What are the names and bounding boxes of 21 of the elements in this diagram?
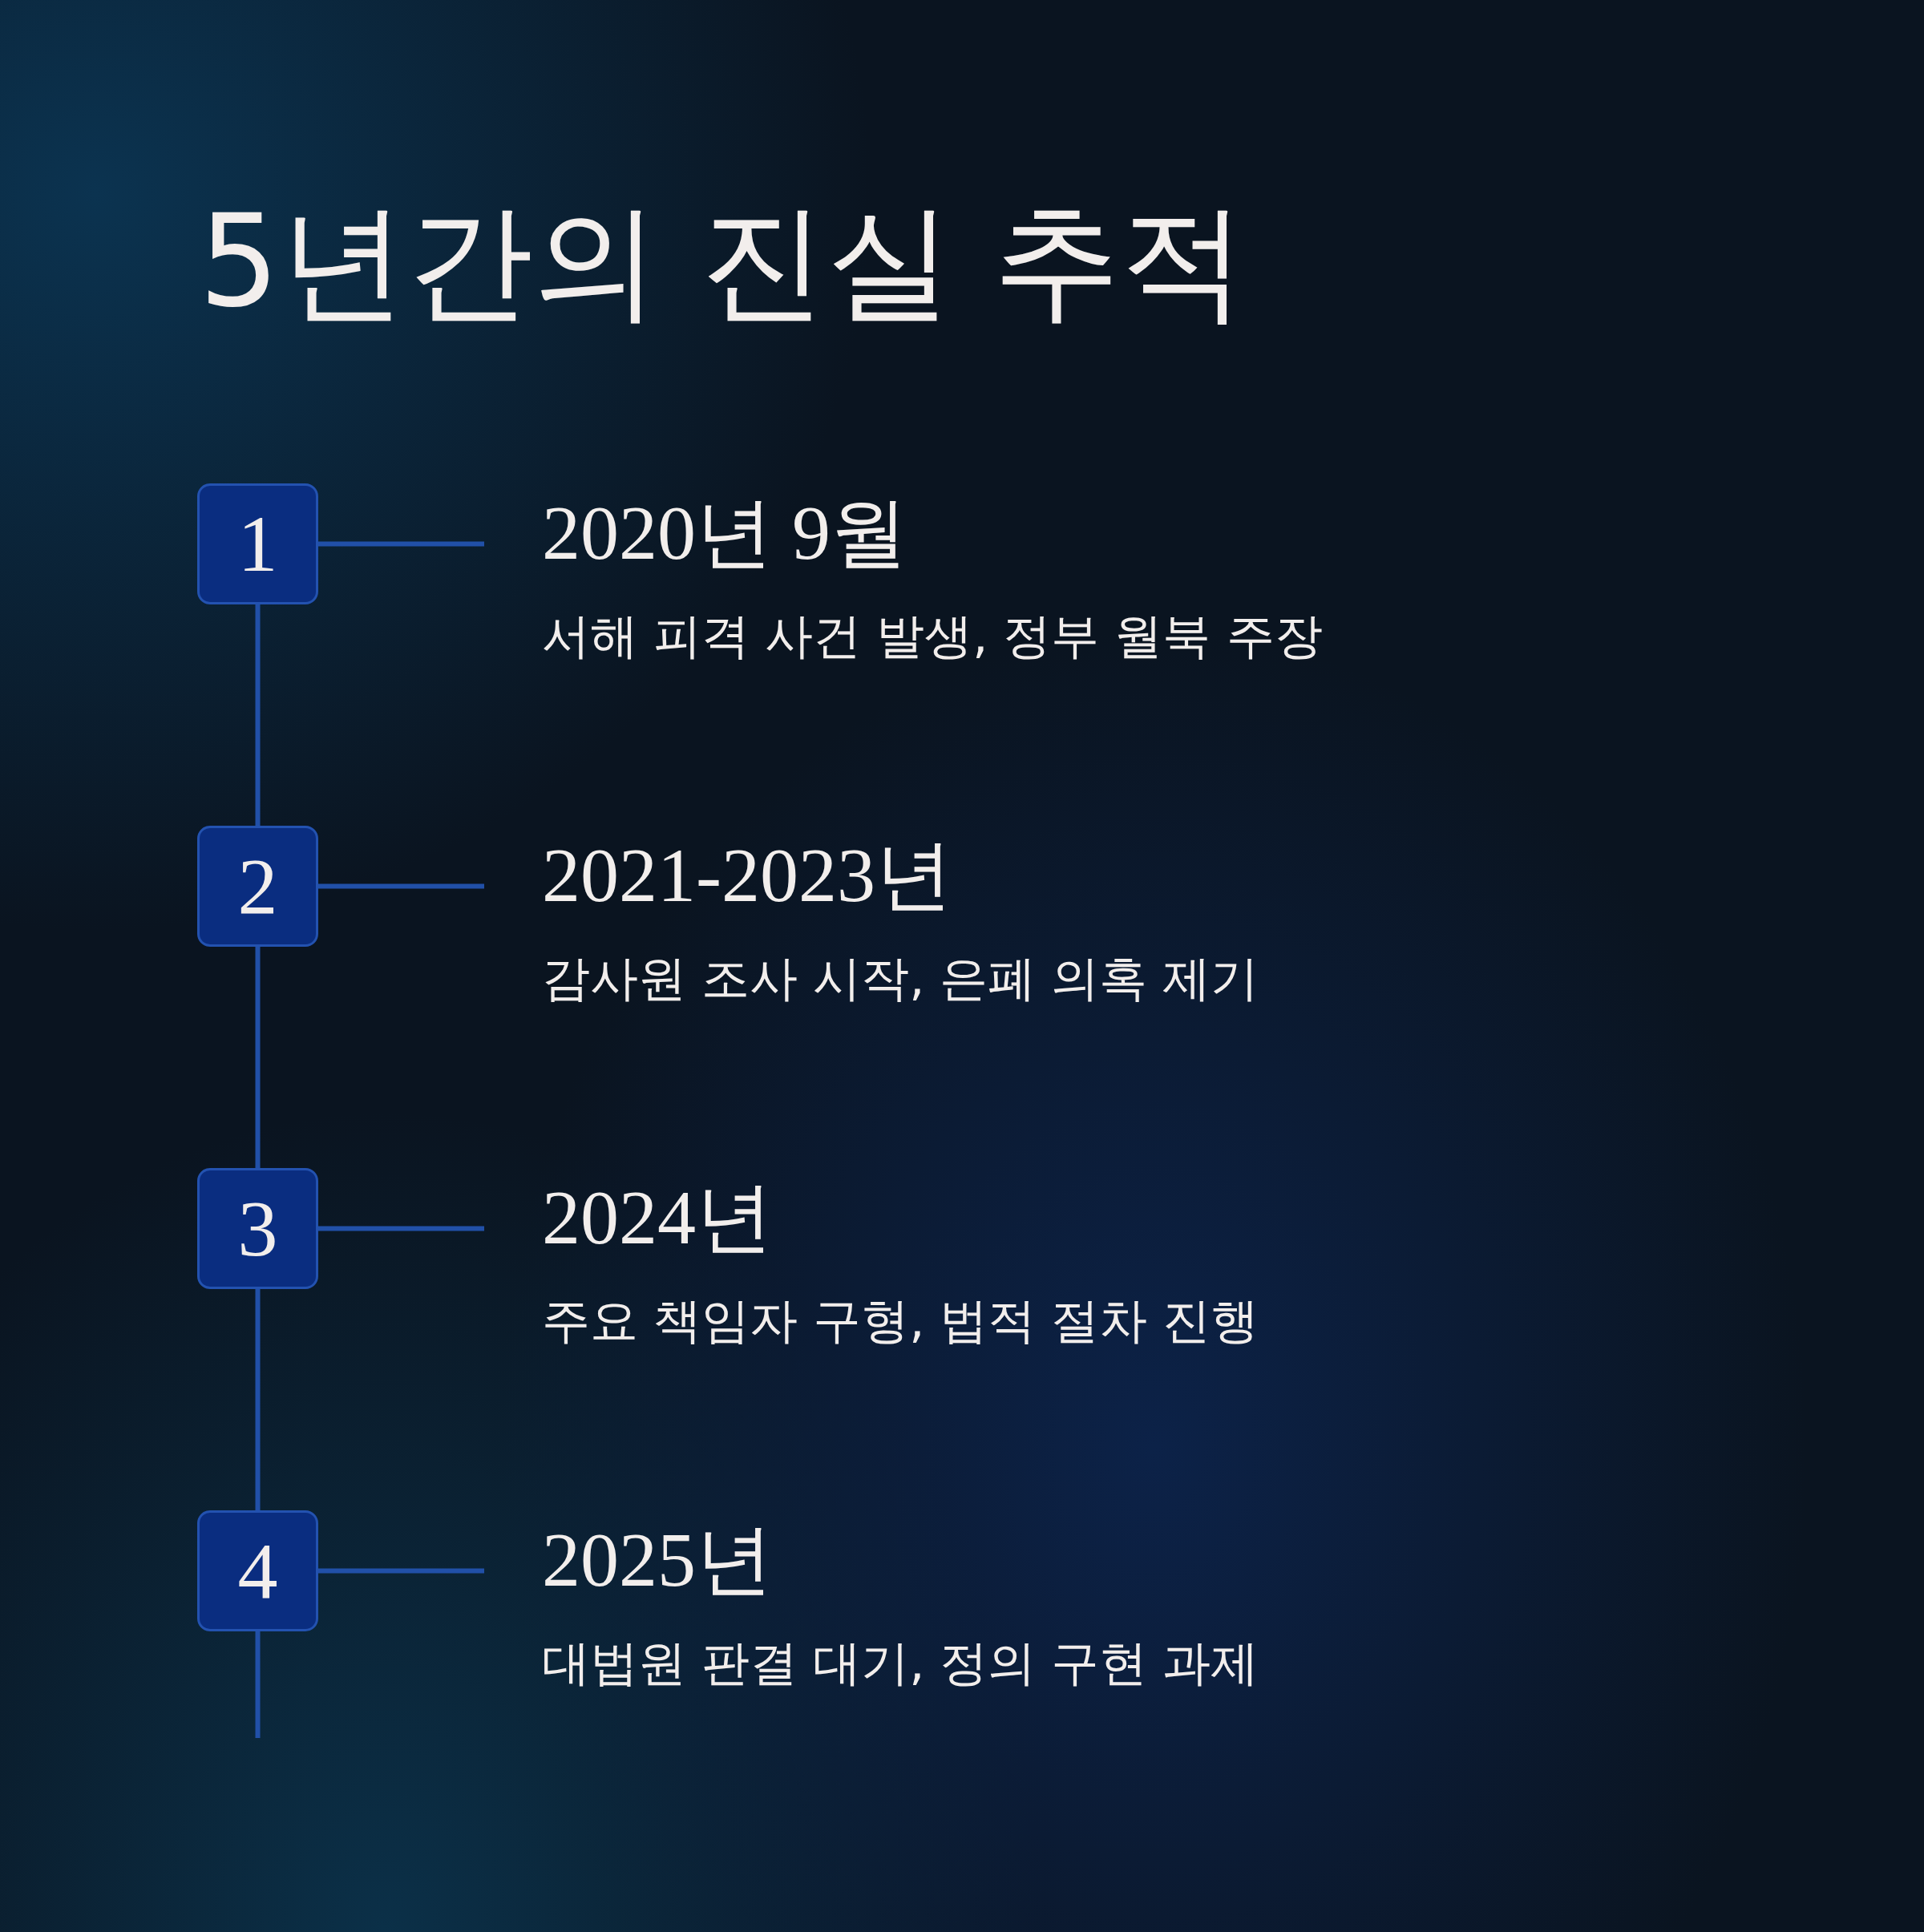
date-heading: 2020년 9월 (542, 489, 907, 577)
step-number-box: 2 (197, 826, 318, 947)
step-number-box: 3 (197, 1168, 318, 1289)
connector-line (255, 604, 261, 826)
date-heading: 2025년 (542, 1516, 773, 1604)
event-description: 감사원 조사 시작, 은폐 의혹 제기 (542, 949, 1259, 1008)
date-heading: 2021-2023년 (542, 831, 952, 920)
connector-line (318, 1226, 484, 1231)
event-description: 주요 책임자 구형, 법적 절차 진행 (542, 1291, 1259, 1350)
event-description: 서해 피격 사건 발생, 정부 월북 주장 (542, 607, 1323, 665)
connector-line (255, 947, 261, 1168)
connector-line (318, 541, 484, 547)
event-description: 대법원 판결 대기, 정의 구현 과제 (542, 1634, 1259, 1692)
connector-line (318, 1568, 484, 1574)
step-number-box: 1 (197, 483, 318, 604)
connector-line (255, 1631, 261, 1738)
connector-line (318, 883, 484, 889)
title: 5년간의 진실 추적 (199, 192, 1247, 332)
step-number-box: 4 (197, 1510, 318, 1631)
connector-line (255, 1289, 261, 1510)
date-heading: 2024년 (542, 1174, 773, 1262)
